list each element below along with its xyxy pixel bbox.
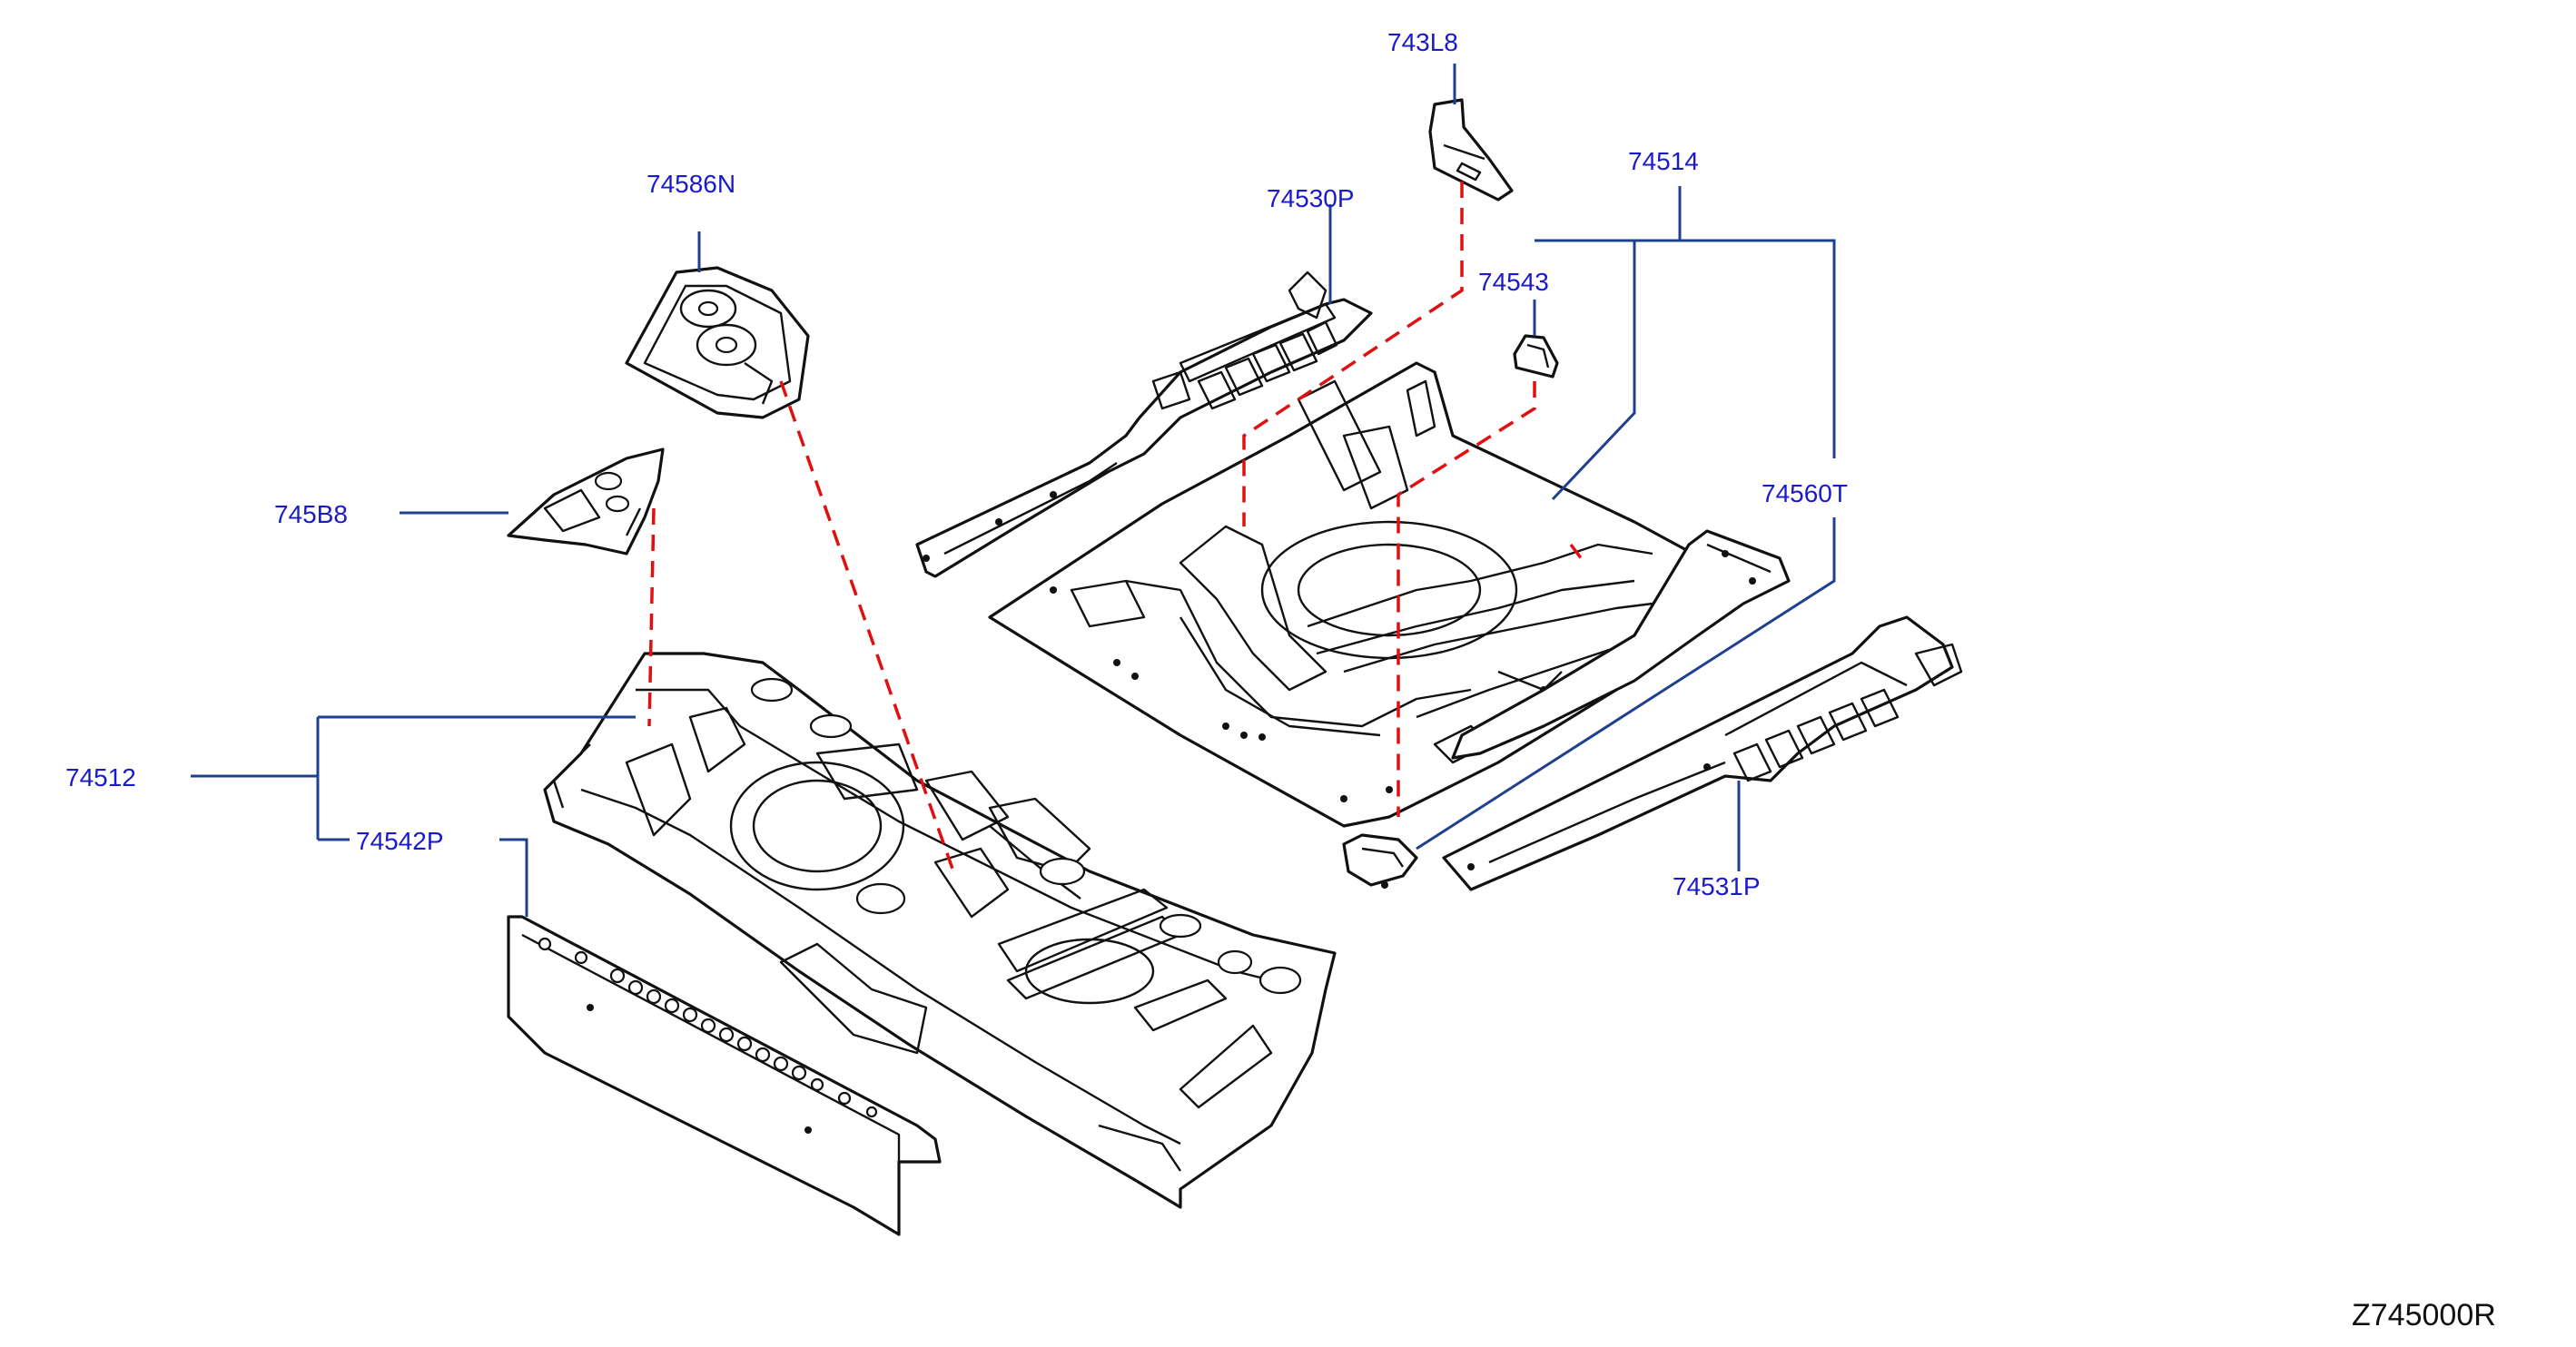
callout-74512[interactable]: 74512 [65, 763, 136, 791]
part-reinforcement-745b8[interactable] [507, 447, 665, 556]
callout-743l8[interactable]: 743L8 [1387, 28, 1458, 56]
part-rear-cross-member[interactable] [507, 915, 942, 1236]
part-spare-tire-pan-74586n[interactable] [625, 266, 810, 419]
callout-74560t[interactable]: 74560T [1762, 479, 1848, 507]
callout-74531p[interactable]: 74531P [1673, 872, 1761, 900]
part-side-member-74531p[interactable] [1442, 615, 1963, 891]
part-rear-floor-rear[interactable] [543, 652, 1337, 1209]
part-rear-floor-side-74560t[interactable] [1451, 529, 1791, 760]
callout-74530p[interactable]: 74530P [1267, 184, 1355, 212]
callout-74514[interactable]: 74514 [1628, 147, 1699, 175]
callout-74543[interactable]: 74543 [1478, 268, 1549, 296]
drawing-code: Z745000R [2352, 1298, 2496, 1332]
assembly-guides [647, 182, 1586, 872]
callout-74586n[interactable]: 74586N [646, 170, 735, 198]
part-rear-floor-front[interactable] [988, 361, 1745, 828]
callout-labels: 743L8 74586N 74530P 74514 74543 745B8 74… [65, 28, 2496, 1332]
part-bracket-743l8[interactable] [1428, 98, 1514, 202]
part-bracket-74543-lower[interactable] [1342, 833, 1418, 889]
part-side-member-74530p[interactable] [915, 270, 1373, 578]
callout-74542p[interactable]: 74542P [356, 827, 444, 855]
leader-lines [191, 64, 1836, 917]
part-bracket-74543-upper[interactable] [1513, 334, 1559, 379]
callout-745b8[interactable]: 745B8 [274, 500, 348, 528]
